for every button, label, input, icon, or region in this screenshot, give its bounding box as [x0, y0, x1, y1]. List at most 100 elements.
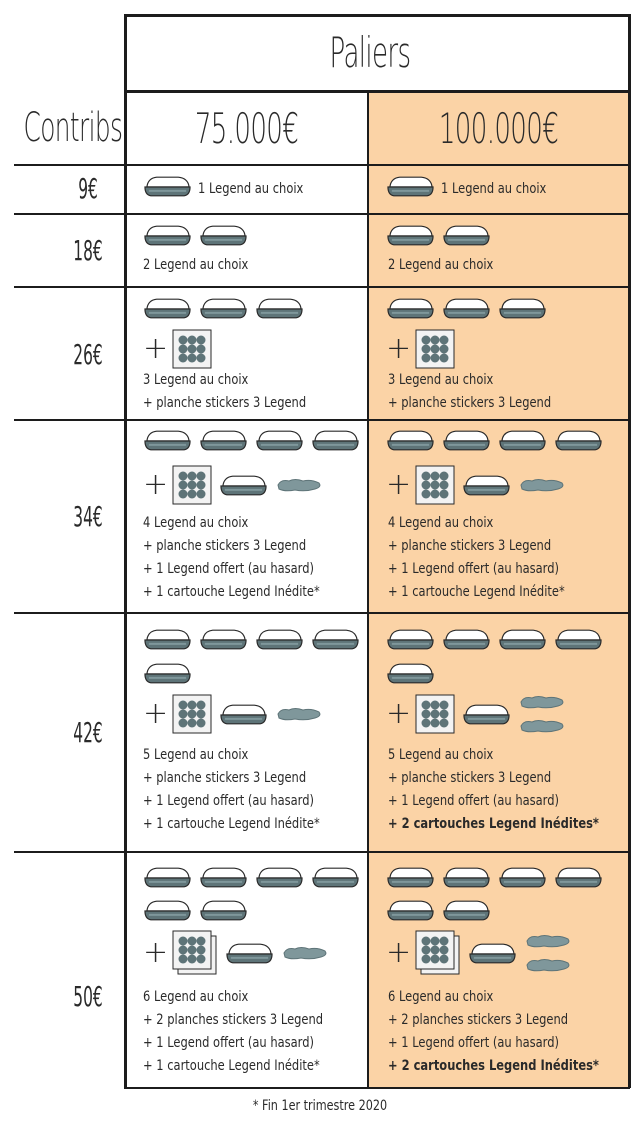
- plus-icon: +: [143, 935, 169, 970]
- legend-box-icon: [498, 866, 547, 888]
- legend-box-icon: [143, 297, 192, 319]
- reward-icons: [386, 628, 603, 650]
- legend-box-icon: [219, 703, 268, 725]
- legend-box-icon: [255, 297, 304, 319]
- reward-text: 6 Legend au choix+ 2 planches stickers 3…: [143, 989, 324, 1074]
- legend-box-icon: [143, 175, 192, 197]
- reward-icons: [143, 866, 360, 888]
- legend-box-icon: [143, 224, 192, 246]
- reward-icons: +: [143, 930, 329, 976]
- cartridge-icon: [275, 477, 323, 493]
- grid-line: [367, 92, 369, 1088]
- legend-box-icon: [199, 224, 248, 246]
- reward-icons: [143, 224, 248, 246]
- contribs-label: Contribs: [23, 105, 123, 151]
- grid-line: [14, 612, 630, 614]
- grid-line: [14, 286, 630, 288]
- legend-box-icon: [255, 866, 304, 888]
- reward-icons: [143, 297, 304, 319]
- cartridge-stack: [518, 694, 566, 734]
- reward-icons: [386, 429, 603, 451]
- reward-icons: +: [143, 694, 323, 734]
- sticker-sheet-icon: [172, 465, 212, 505]
- plus-icon: +: [143, 467, 169, 502]
- reward-icons: [143, 662, 192, 684]
- contrib-amount: 26€: [73, 338, 103, 371]
- legend-box-icon: [311, 866, 360, 888]
- legend-box-icon: [386, 899, 435, 921]
- legend-box-icon: [199, 866, 248, 888]
- reward-icons: +: [143, 329, 212, 369]
- legend-box-icon: [498, 297, 547, 319]
- reward-text: 2 Legend au choix: [143, 257, 249, 273]
- legend-box-icon: [462, 703, 511, 725]
- legend-box-icon: [386, 175, 435, 197]
- reward-icons: [143, 899, 248, 921]
- reward-text: 4 Legend au choix+ planche stickers 3 Le…: [388, 515, 565, 600]
- grid-line: [14, 851, 630, 853]
- legend-box-icon: [143, 429, 192, 451]
- reward-icons: [386, 866, 603, 888]
- legend-box-icon: [554, 429, 603, 451]
- footnote: * Fin 1er trimestre 2020: [252, 1098, 388, 1114]
- grid-line: [124, 90, 630, 93]
- reward-icons: [143, 429, 360, 451]
- cartridge-icon: [275, 706, 323, 722]
- reward-text: 3 Legend au choix+ planche stickers 3 Le…: [143, 372, 307, 411]
- legend-box-icon: [255, 429, 304, 451]
- cartridge-stack: [524, 933, 572, 973]
- legend-box-icon: [442, 628, 491, 650]
- grid-line: [124, 1087, 630, 1089]
- tier1-label: 75.000€: [194, 104, 299, 153]
- legend-box-icon: [554, 628, 603, 650]
- reward-icons: [143, 175, 192, 197]
- reward-text: 2 Legend au choix: [388, 257, 494, 273]
- tier2-highlight: [368, 92, 629, 1088]
- grid-line: [14, 213, 630, 215]
- legend-box-icon: [386, 628, 435, 650]
- legend-box-icon: [442, 224, 491, 246]
- contrib-amount: 34€: [73, 500, 103, 533]
- legend-box-icon: [199, 297, 248, 319]
- grid-line: [124, 14, 127, 1088]
- legend-box-icon: [311, 628, 360, 650]
- legend-box-icon: [386, 224, 435, 246]
- legend-box-icon: [199, 899, 248, 921]
- legend-box-icon: [442, 899, 491, 921]
- legend-box-icon: [311, 429, 360, 451]
- plus-icon: +: [386, 696, 412, 731]
- legend-box-icon: [143, 866, 192, 888]
- legend-box-icon: [554, 866, 603, 888]
- tier2-label: 100.000€: [438, 104, 559, 153]
- reward-text: 1 Legend au choix: [198, 181, 304, 197]
- reward-icons: +: [386, 465, 566, 505]
- legend-box-icon: [225, 942, 274, 964]
- reward-icons: [386, 662, 435, 684]
- reward-text: 5 Legend au choix+ planche stickers 3 Le…: [388, 747, 599, 832]
- cartridge-icon: [524, 957, 572, 973]
- legend-box-icon: [143, 662, 192, 684]
- reward-text: 3 Legend au choix+ planche stickers 3 Le…: [388, 372, 552, 411]
- legend-box-icon: [442, 297, 491, 319]
- reward-text: 6 Legend au choix+ 2 planches stickers 3…: [388, 989, 599, 1074]
- contrib-amount: 42€: [73, 716, 103, 749]
- legend-box-icon: [498, 429, 547, 451]
- reward-icons: +: [386, 329, 455, 369]
- plus-icon: +: [386, 467, 412, 502]
- legend-box-icon: [442, 866, 491, 888]
- legend-box-icon: [462, 474, 511, 496]
- legend-box-icon: [199, 429, 248, 451]
- legend-box-icon: [143, 628, 192, 650]
- contrib-amount: 50€: [73, 980, 103, 1013]
- plus-icon: +: [143, 696, 169, 731]
- legend-box-icon: [386, 866, 435, 888]
- grid-line: [14, 164, 630, 166]
- header-title: Paliers: [329, 28, 412, 77]
- reward-icons: [386, 224, 491, 246]
- legend-box-icon: [498, 628, 547, 650]
- reward-icons: [386, 899, 491, 921]
- legend-box-icon: [219, 474, 268, 496]
- legend-box-icon: [255, 628, 304, 650]
- cartridge-icon: [518, 718, 566, 734]
- legend-box-icon: [386, 662, 435, 684]
